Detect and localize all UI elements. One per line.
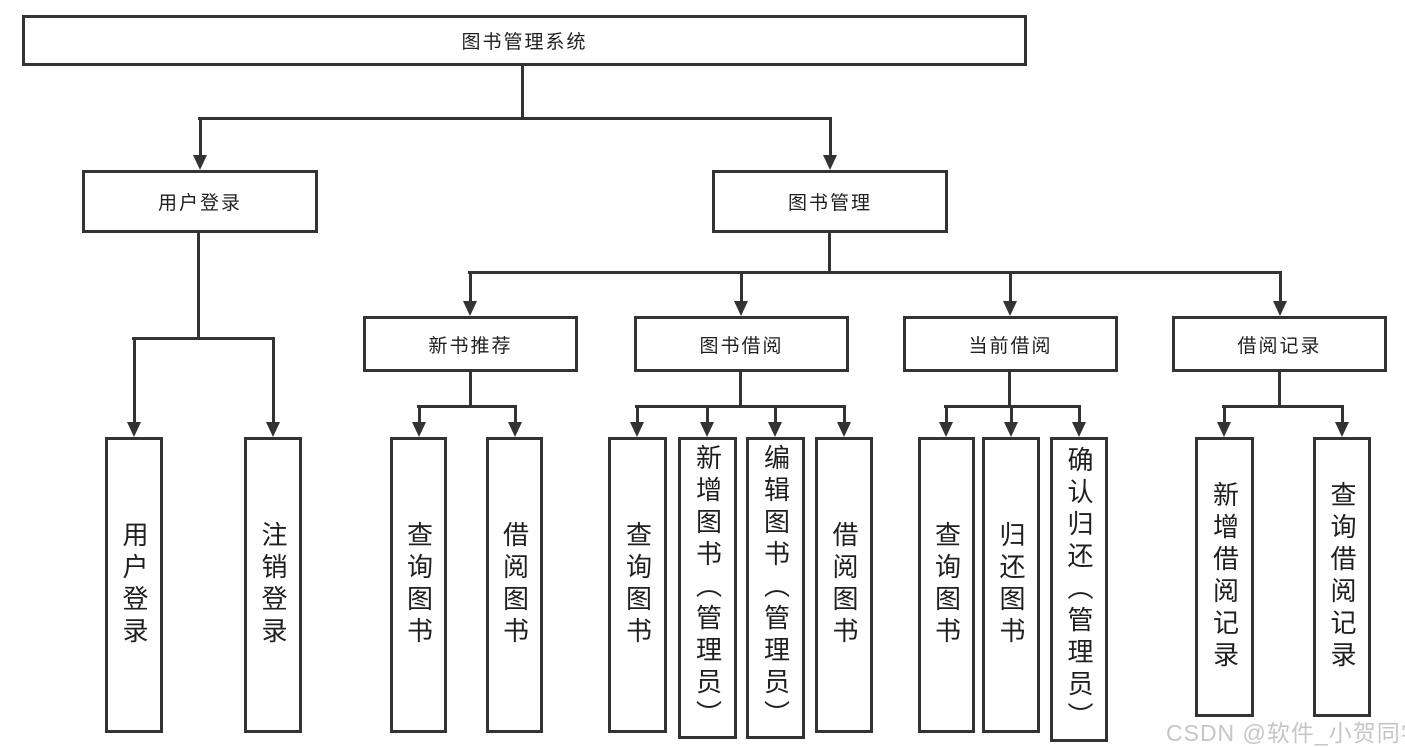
arrow-current-return-icon xyxy=(1004,405,1019,437)
leaf-confirm-return-admin: 确认归还（管理员） xyxy=(1050,437,1108,742)
leaf-return-books-label: 归还图书 xyxy=(996,521,1026,649)
leaf-borrow-query-books: 查询图书 xyxy=(608,437,667,733)
node-root-system: 图书管理系统 xyxy=(22,15,1027,66)
leaf-logout-label: 注销登录 xyxy=(258,521,288,649)
leaf-current-query-books-label: 查询图书 xyxy=(931,521,962,649)
leaf-current-query-books: 查询图书 xyxy=(918,437,975,733)
node-user-login-label: 用户登录 xyxy=(157,193,242,214)
leaf-return-books: 归还图书 xyxy=(982,437,1040,733)
leaf-add-book-admin: 新增图书（管理员） xyxy=(678,437,737,739)
node-book-management: 图书管理 xyxy=(712,170,948,233)
leaf-recommend-borrow-books: 借阅图书 xyxy=(486,437,543,733)
leaf-user-login-label: 用户登录 xyxy=(119,521,149,649)
node-current-borrow: 当前借阅 xyxy=(903,316,1118,372)
node-borrow-records: 借阅记录 xyxy=(1172,316,1387,372)
leaf-borrow-query-books-label: 查询图书 xyxy=(622,521,653,649)
node-book-borrow-label: 图书借阅 xyxy=(699,335,784,357)
connector-records-rail xyxy=(1222,405,1344,408)
leaf-edit-book-admin-label: 编辑图书（管理员） xyxy=(760,444,791,732)
leaf-recommend-query-books-label: 查询图书 xyxy=(403,521,434,649)
node-book-management-label: 图书管理 xyxy=(787,193,872,214)
connector-borrow-rail xyxy=(635,405,846,408)
leaf-edit-book-admin: 编辑图书（管理员） xyxy=(746,437,805,739)
leaf-add-book-admin-label: 新增图书（管理员） xyxy=(692,444,723,732)
arrow-current-query-icon xyxy=(939,405,954,437)
leaf-logout: 注销登录 xyxy=(244,437,302,733)
arrow-to-current-borrow-icon xyxy=(1003,271,1018,316)
leaf-confirm-return-admin-label: 确认归还（管理员） xyxy=(1064,445,1094,734)
node-borrow-records-label: 借阅记录 xyxy=(1237,335,1322,357)
arrow-borrow-edit-icon xyxy=(768,405,783,437)
watermark: CSDN @软件_小贺同学 xyxy=(1166,720,1405,746)
arrow-borrow-borrow-icon xyxy=(837,405,852,437)
leaf-recommend-query-books: 查询图书 xyxy=(390,437,447,733)
connector-current-drop xyxy=(1008,372,1011,405)
leaf-add-borrow-record: 新增借阅记录 xyxy=(1195,437,1254,717)
connector-level3-rail xyxy=(468,271,1282,274)
arrow-to-user-login-icon xyxy=(193,117,208,170)
leaf-add-borrow-record-label: 新增借阅记录 xyxy=(1209,481,1240,673)
connector-book-management-drop xyxy=(828,233,831,271)
node-new-book-recommend-label: 新书推荐 xyxy=(428,335,513,357)
arrow-borrow-query-icon xyxy=(630,405,645,437)
leaf-query-borrow-record: 查询借阅记录 xyxy=(1313,437,1371,717)
leaf-query-borrow-record-label: 查询借阅记录 xyxy=(1327,481,1357,673)
leaf-user-login: 用户登录 xyxy=(105,437,163,733)
connector-user-login-rail xyxy=(132,337,275,340)
arrow-to-new-book-recommend-icon xyxy=(463,271,478,316)
arrow-records-query-icon xyxy=(1335,405,1350,437)
leaf-borrow-borrow-books-label: 借阅图书 xyxy=(829,521,859,649)
connector-root-drop xyxy=(521,66,524,117)
leaf-recommend-borrow-books-label: 借阅图书 xyxy=(499,521,530,649)
node-user-login: 用户登录 xyxy=(82,170,318,233)
arrow-borrow-add-icon xyxy=(700,405,715,437)
arrow-to-book-management-icon xyxy=(823,117,838,170)
connector-recommend-rail xyxy=(417,405,517,408)
connector-user-login-drop xyxy=(197,233,200,337)
arrow-current-confirm-icon xyxy=(1072,405,1087,437)
connector-level2-rail xyxy=(198,117,832,120)
arrow-to-leaf-user-login-icon xyxy=(127,337,142,437)
arrow-recommend-query-icon xyxy=(412,405,427,437)
arrow-to-leaf-logout-icon xyxy=(266,337,281,437)
leaf-borrow-borrow-books: 借阅图书 xyxy=(815,437,873,733)
connector-records-drop xyxy=(1278,372,1281,405)
node-new-book-recommend: 新书推荐 xyxy=(363,316,578,372)
arrow-to-borrow-records-icon xyxy=(1273,271,1288,316)
arrow-to-book-borrow-icon xyxy=(734,271,749,316)
arrow-recommend-borrow-icon xyxy=(508,405,523,437)
node-root-label: 图书管理系统 xyxy=(461,32,588,53)
connector-recommend-drop xyxy=(469,372,472,405)
node-book-borrow: 图书借阅 xyxy=(634,316,849,372)
connector-borrow-drop xyxy=(739,372,742,405)
arrow-records-add-icon xyxy=(1217,405,1232,437)
node-current-borrow-label: 当前借阅 xyxy=(968,335,1053,357)
